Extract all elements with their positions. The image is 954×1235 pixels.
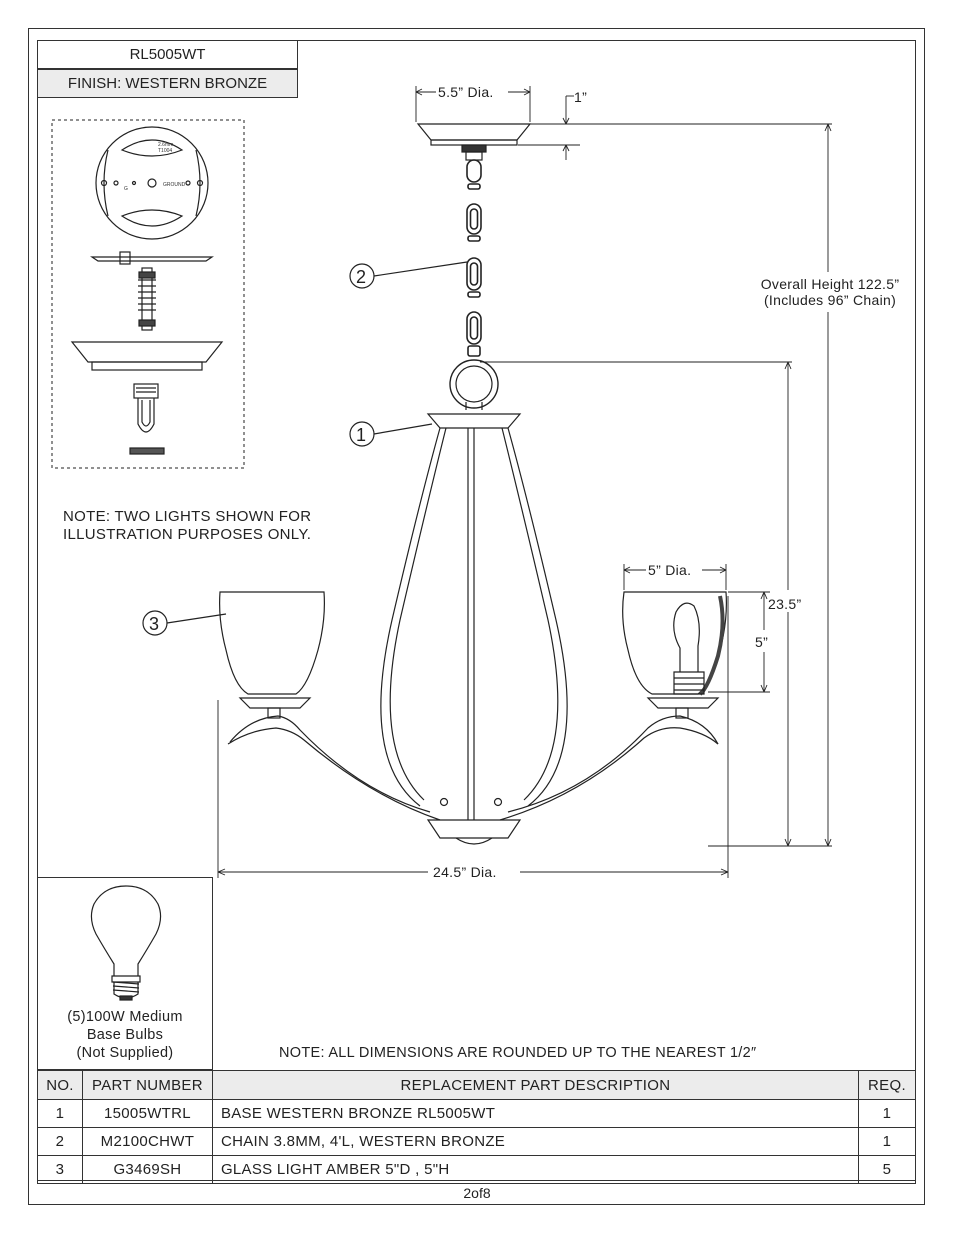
fixture xyxy=(219,123,727,845)
cell-part-number: M2100CHWT xyxy=(81,1127,213,1156)
callout-3: 3 xyxy=(149,614,159,634)
dim-glass-height: 5” xyxy=(755,634,769,650)
cell-req: 1 xyxy=(857,1099,917,1128)
plate-text-ground: GROUND xyxy=(163,182,186,188)
bulb-caption-line3: (Not Supplied) xyxy=(76,1045,174,1061)
bottom-cup xyxy=(426,819,522,839)
plate-text-1: 2.6mm xyxy=(158,142,173,148)
hanging-loop xyxy=(449,359,499,409)
callout-2: 2 xyxy=(356,267,366,287)
dim-glass-diameter: 5” Dia. xyxy=(648,562,692,578)
model-number: RL5005WT xyxy=(37,40,298,69)
dim-fixture-diameter: 24.5” Dia. xyxy=(433,864,497,880)
hardware-inset-border xyxy=(51,119,245,469)
table-row: 2 M2100CHWT CHAIN 3.8MM, 4'L, WESTERN BR… xyxy=(37,1127,917,1156)
cell-description: GLASS LIGHT AMBER 5"D , 5"H xyxy=(211,1155,859,1184)
dim-overall-height: Overall Height 122.5” (Includes 96” Chai… xyxy=(748,276,912,308)
note-two-lights: NOTE: TWO LIGHTS SHOWN FOR ILLUSTRATION … xyxy=(63,508,311,544)
cell-no: 2 xyxy=(37,1127,83,1156)
cell-req: 5 xyxy=(857,1155,917,1184)
col-header-part-number: PART NUMBER xyxy=(81,1070,213,1100)
note-two-lights-line2: ILLUSTRATION PURPOSES ONLY. xyxy=(63,526,312,543)
bulb-caption-line1: (5)100W Medium xyxy=(67,1009,183,1025)
bulb-icon xyxy=(90,885,162,1001)
chain xyxy=(466,159,482,357)
dim-canopy-height: 1” xyxy=(574,89,588,105)
col-header-no: NO. xyxy=(37,1070,83,1100)
col-header-req: REQ. xyxy=(857,1070,917,1100)
note-two-lights-line1: NOTE: TWO LIGHTS SHOWN FOR xyxy=(63,508,312,525)
page-number: 2of8 xyxy=(463,1185,491,1201)
cell-description: BASE WESTERN BRONZE RL5005WT xyxy=(211,1099,859,1128)
parts-table: NO. PART NUMBER REPLACEMENT PART DESCRIP… xyxy=(37,1070,917,1184)
finish-label: FINISH: WESTERN BRONZE xyxy=(37,69,298,98)
bulb-caption-line2: Base Bulbs xyxy=(86,1027,164,1043)
dim-overall-height-line2: (Includes 96” Chain) xyxy=(763,292,897,308)
mounting-plate xyxy=(95,126,209,240)
cell-description: CHAIN 3.8MM, 4'L, WESTERN BRONZE xyxy=(211,1127,859,1156)
dimension-lines xyxy=(217,86,832,878)
dim-canopy-diameter: 5.5” Dia. xyxy=(438,84,494,100)
cell-part-number: 15005WTRL xyxy=(81,1099,213,1128)
parts-table-header: NO. PART NUMBER REPLACEMENT PART DESCRIP… xyxy=(37,1070,917,1100)
dim-overall-height-line1: Overall Height 122.5” xyxy=(760,276,900,292)
cell-no: 1 xyxy=(37,1099,83,1128)
callout-1: 1 xyxy=(356,425,366,445)
cell-no: 3 xyxy=(37,1155,83,1184)
mounting-hardware-diagram: 2.6mm T1004 GROUND G xyxy=(51,119,245,469)
note-dimensions: NOTE: ALL DIMENSIONS ARE ROUNDED UP TO T… xyxy=(279,1045,757,1061)
col-header-description: REPLACEMENT PART DESCRIPTION xyxy=(211,1070,859,1100)
page-border xyxy=(28,28,925,1205)
table-row: 3 G3469SH GLASS LIGHT AMBER 5"D , 5"H 5 xyxy=(37,1155,917,1184)
cell-part-number: G3469SH xyxy=(81,1155,213,1184)
bulb-info-box: (5)100W Medium Base Bulbs (Not Supplied) xyxy=(37,877,213,1070)
cell-req: 1 xyxy=(857,1127,917,1156)
table-row: 1 15005WTRL BASE WESTERN BRONZE RL5005WT… xyxy=(37,1099,917,1128)
callouts: 2 1 3 xyxy=(142,261,468,636)
canopy xyxy=(416,123,532,141)
glass-shade-left xyxy=(219,591,325,695)
dim-body-height: 23.5” xyxy=(768,596,802,612)
plate-text-side: G xyxy=(124,186,128,192)
bulb-caption: (5)100W Medium Base Bulbs (Not Supplied) xyxy=(38,1008,212,1062)
plate-text-2: T1004 xyxy=(158,148,172,154)
